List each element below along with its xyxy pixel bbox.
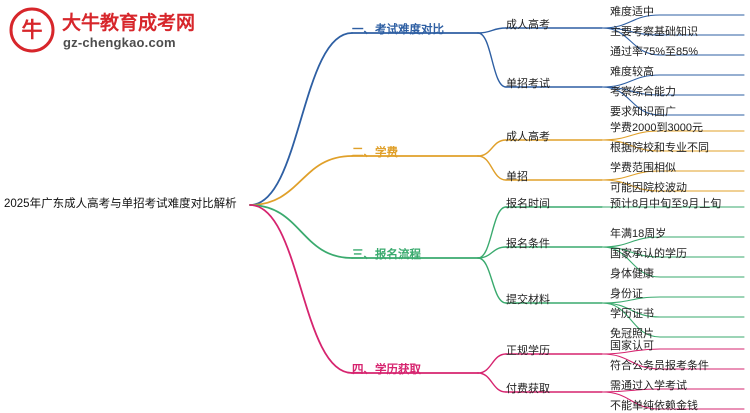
branch-2-child-2-label[interactable]: 单招 [506,171,528,183]
branch-1-child-1-leaf-1[interactable]: 难度适中 [610,6,654,18]
branch-1-child-2-leaf-1[interactable]: 难度较高 [610,66,654,78]
branch-3-child-2-leaf-2[interactable]: 国家承认的学历 [610,248,687,260]
logo-mark-icon: 牛 [9,7,55,53]
branch-4-child-1-leaf-1[interactable]: 国家认可 [610,340,654,352]
branch-2-label[interactable]: 二、学费 [352,147,398,159]
branch-1-child-2-leaf-3[interactable]: 要求知识面广 [610,106,676,118]
branch-2-child-2-leaf-1[interactable]: 学费范围相似 [610,162,676,174]
branch-1-child-2-leaf-2[interactable]: 考察综合能力 [610,86,676,98]
branch-3-child-2-label[interactable]: 报名条件 [506,238,550,250]
branch-1-child-1-leaf-2[interactable]: 主要考察基础知识 [610,26,698,38]
branch-4-label[interactable]: 四、学历获取 [352,364,421,376]
branch-4-child-2-label[interactable]: 付费获取 [506,383,550,395]
branch-3-child-3-leaf-3[interactable]: 免冠照片 [610,328,654,340]
branch-3-child-3-leaf-1[interactable]: 身份证 [610,288,643,300]
branch-1-child-2-label[interactable]: 单招考试 [506,78,550,90]
branch-4-child-1-label[interactable]: 正规学历 [506,345,550,357]
branch-3-child-2-leaf-1[interactable]: 年满18周岁 [610,228,667,240]
logo-brand-url: gz-chengkao.com [63,35,176,50]
branch-3-label[interactable]: 三、报名流程 [352,249,421,261]
branch-2-child-1-leaf-1[interactable]: 学费2000到3000元 [610,122,703,134]
mindmap-root-node: 2025年广东成人高考与单招考试难度对比解析 [4,198,237,210]
branch-4-child-2-leaf-2[interactable]: 不能单纯依赖金钱 [610,400,698,412]
svg-text:牛: 牛 [22,19,43,42]
branch-3-child-1-label[interactable]: 报名时间 [506,198,550,210]
branch-2-child-2-leaf-2[interactable]: 可能因院校波动 [610,182,687,194]
site-logo: 牛 大牛教育成考网 gz-chengkao.com [8,6,196,58]
branch-1-label[interactable]: 一、考试难度对比 [352,24,444,36]
branch-2-child-1-leaf-2[interactable]: 根据院校和专业不同 [610,142,709,154]
branch-4-child-2-leaf-1[interactable]: 需通过入学考试 [610,380,687,392]
branch-3-child-1-leaf-1[interactable]: 预计8月中旬至9月上旬 [610,198,722,210]
branch-4-child-1-leaf-2[interactable]: 符合公务员报考条件 [610,360,709,372]
branch-1-child-1-leaf-3[interactable]: 通过率75%至85% [610,46,699,58]
branch-3-child-3-label[interactable]: 提交材料 [506,294,550,306]
logo-brand-name: 大牛教育成考网 [62,13,196,34]
branch-2-child-1-label[interactable]: 成人高考 [506,131,550,143]
branch-3-child-3-leaf-2[interactable]: 学历证书 [610,308,654,320]
branch-1-child-1-label[interactable]: 成人高考 [506,19,550,31]
branch-3-child-2-leaf-3[interactable]: 身体健康 [610,268,654,280]
